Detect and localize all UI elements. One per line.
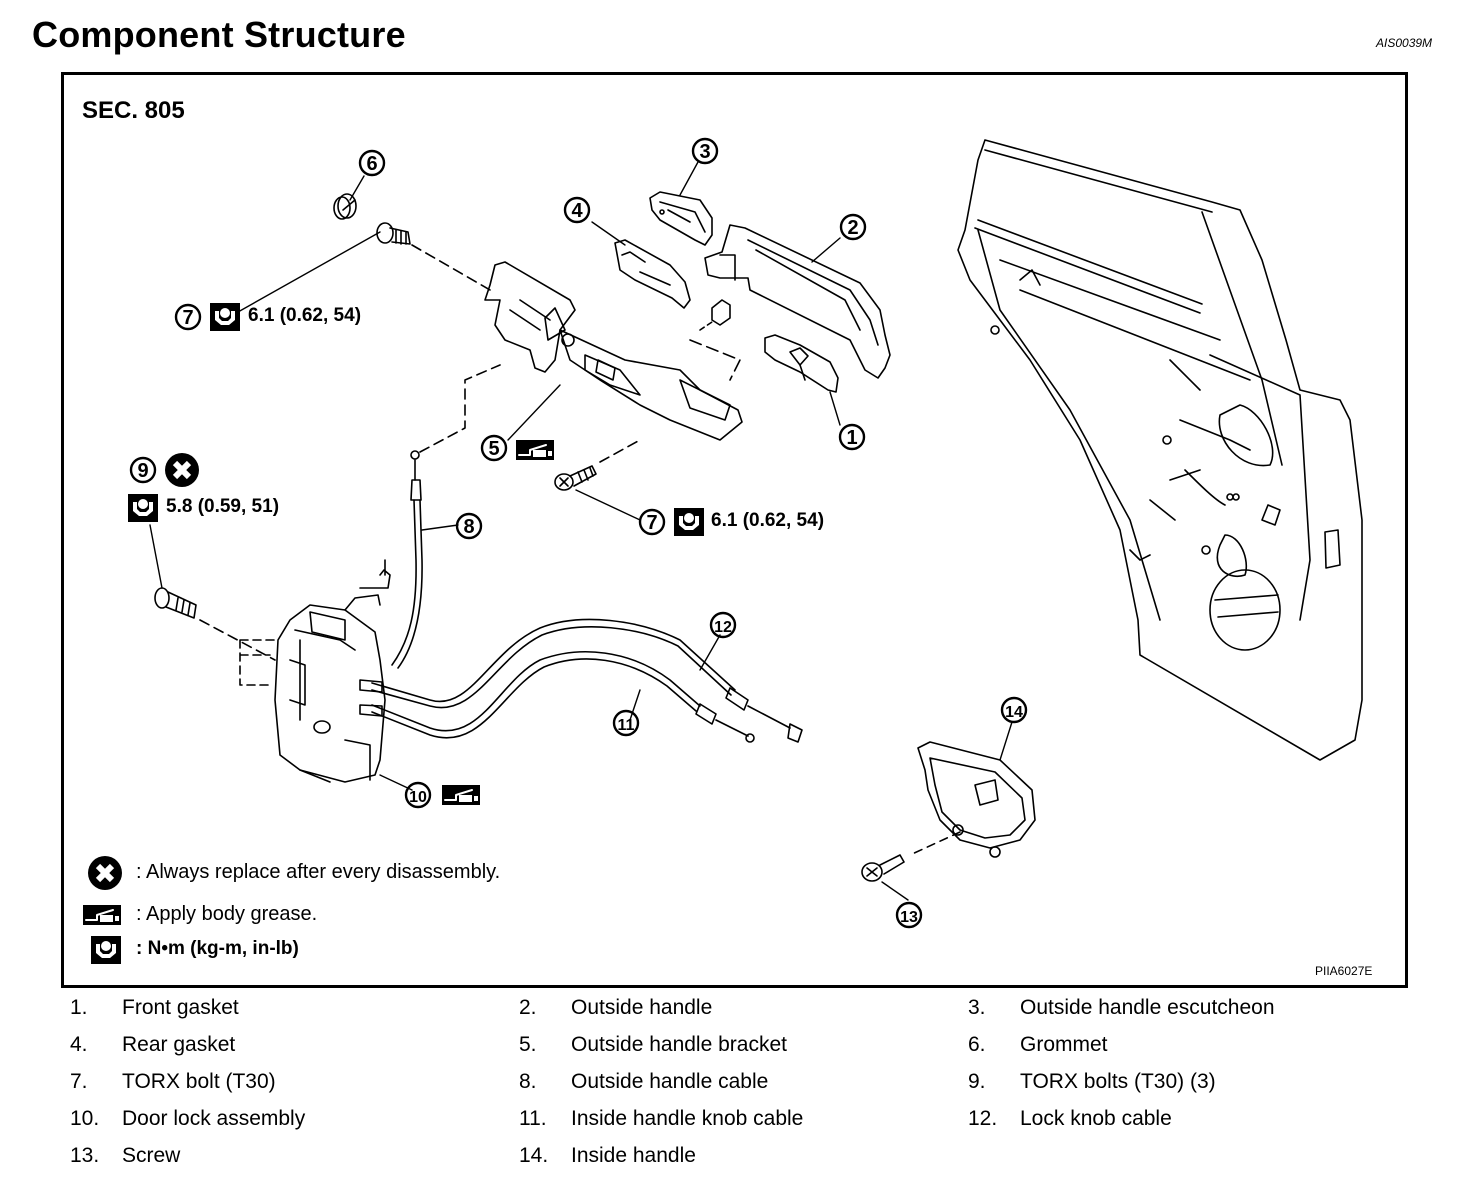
leader-lines xyxy=(149,161,1013,901)
callout-11: 11 xyxy=(612,709,640,737)
legend-text: : Apply body grease. xyxy=(136,903,318,925)
torque-wrench-icon xyxy=(209,302,241,332)
bolt-middle-drawing xyxy=(554,439,641,491)
grease-gun-icon xyxy=(82,904,122,926)
svg-text:3: 3 xyxy=(699,141,710,163)
callout-1: 1 xyxy=(838,423,866,451)
front-gasket-drawing xyxy=(764,334,839,393)
outside-handle-drawing xyxy=(704,224,891,379)
part-item: 7.TORX bolt (T30) xyxy=(70,1070,276,1093)
callout-6: 6 xyxy=(358,149,386,177)
diagram-frame xyxy=(61,72,1408,988)
legend-item-torque-units: : N•m (kg-m, in-lb) xyxy=(126,938,299,960)
circled-x-icon xyxy=(88,856,122,890)
part-item: 1.Front gasket xyxy=(70,996,239,1019)
bolt-top-drawing xyxy=(376,222,491,291)
svg-text:4: 4 xyxy=(571,200,583,222)
outside-handle-bracket-drawing xyxy=(484,261,743,441)
callout-3: 3 xyxy=(691,137,719,165)
callout-5: 5 xyxy=(480,434,508,462)
exploded-view-diagram: 1 2 3 4 5 6 7 7 8 9 10 11 12 13 14 xyxy=(82,137,1363,965)
escutcheon-drawing xyxy=(649,191,713,246)
svg-text:13: 13 xyxy=(900,909,918,926)
page-title: Component Structure xyxy=(32,14,406,55)
section-label: SEC. 805 xyxy=(82,97,185,124)
callout-7-top: 7 xyxy=(174,303,202,331)
svg-text:7: 7 xyxy=(646,512,657,534)
rear-gasket-drawing xyxy=(614,239,691,309)
callout-2: 2 xyxy=(839,213,867,241)
part-item: 2.Outside handle xyxy=(519,996,713,1019)
torque-spec-7-middle: 6.1 (0.62, 54) xyxy=(711,510,825,531)
torque-wrench-icon xyxy=(127,493,159,523)
part-item: 10.Door lock assembly xyxy=(70,1107,306,1130)
part-item: 6.Grommet xyxy=(968,1033,1108,1056)
part-item: 5.Outside handle bracket xyxy=(519,1033,787,1056)
part-item: 3.Outside handle escutcheon xyxy=(968,996,1275,1019)
screw-drawing xyxy=(861,854,905,882)
part-item: 9.TORX bolts (T30) (3) xyxy=(968,1070,1216,1093)
part-item: 12.Lock knob cable xyxy=(968,1107,1172,1130)
part-item: 14.Inside handle xyxy=(519,1144,696,1167)
legend-text: : Always replace after every disassembly… xyxy=(136,861,501,883)
bolt-9-drawing xyxy=(154,587,197,619)
circled-x-icon xyxy=(165,453,199,487)
svg-text:12: 12 xyxy=(714,619,732,636)
callout-13: 13 xyxy=(895,901,923,929)
svg-text:10: 10 xyxy=(409,789,427,806)
callout-7-middle: 7 xyxy=(638,508,666,536)
callout-8: 8 xyxy=(455,512,483,540)
part-item: 4.Rear gasket xyxy=(70,1033,236,1056)
grease-gun-icon xyxy=(515,439,555,461)
callout-12: 12 xyxy=(709,611,737,639)
legend-item-replace: : Always replace after every disassembly… xyxy=(126,861,500,884)
figure-code: PIIA6027E xyxy=(1315,964,1373,978)
lock-cables-drawing xyxy=(371,618,803,743)
svg-text:1: 1 xyxy=(846,427,857,449)
nut-drawing xyxy=(689,299,741,381)
callout-14: 14 xyxy=(1000,696,1028,724)
grommet-drawing xyxy=(333,193,357,220)
svg-text:5: 5 xyxy=(488,438,499,460)
part-item: 8.Outside handle cable xyxy=(519,1070,769,1093)
callout-9: 9 xyxy=(129,456,157,484)
svg-text:2: 2 xyxy=(847,217,858,239)
outside-handle-cable-drawing xyxy=(391,364,501,669)
torque-spec-9: 5.8 (0.59, 51) xyxy=(166,496,280,517)
svg-text:11: 11 xyxy=(618,717,635,734)
part-item: 11.Inside handle knob cable xyxy=(519,1107,804,1130)
torque-wrench-icon xyxy=(673,507,705,537)
inside-handle-drawing xyxy=(909,741,1036,858)
door-panel-drawing xyxy=(957,139,1363,761)
document-code: AIS0039M xyxy=(1376,36,1433,50)
torque-wrench-icon xyxy=(90,935,122,965)
torque-spec-7-top: 6.1 (0.62, 54) xyxy=(248,305,362,326)
legend-item-grease: : Apply body grease. xyxy=(126,903,317,926)
svg-text:7: 7 xyxy=(182,307,193,329)
part-item: 13.Screw xyxy=(70,1144,181,1167)
grease-gun-icon xyxy=(441,784,481,806)
svg-text:8: 8 xyxy=(463,516,474,538)
callout-4: 4 xyxy=(563,196,591,224)
svg-text:6: 6 xyxy=(366,153,377,175)
callout-10: 10 xyxy=(404,781,432,809)
legend-text: : N•m (kg-m, in-lb) xyxy=(136,938,299,959)
svg-text:9: 9 xyxy=(137,460,148,482)
svg-text:14: 14 xyxy=(1005,704,1023,721)
door-lock-assembly-drawing xyxy=(199,559,391,783)
